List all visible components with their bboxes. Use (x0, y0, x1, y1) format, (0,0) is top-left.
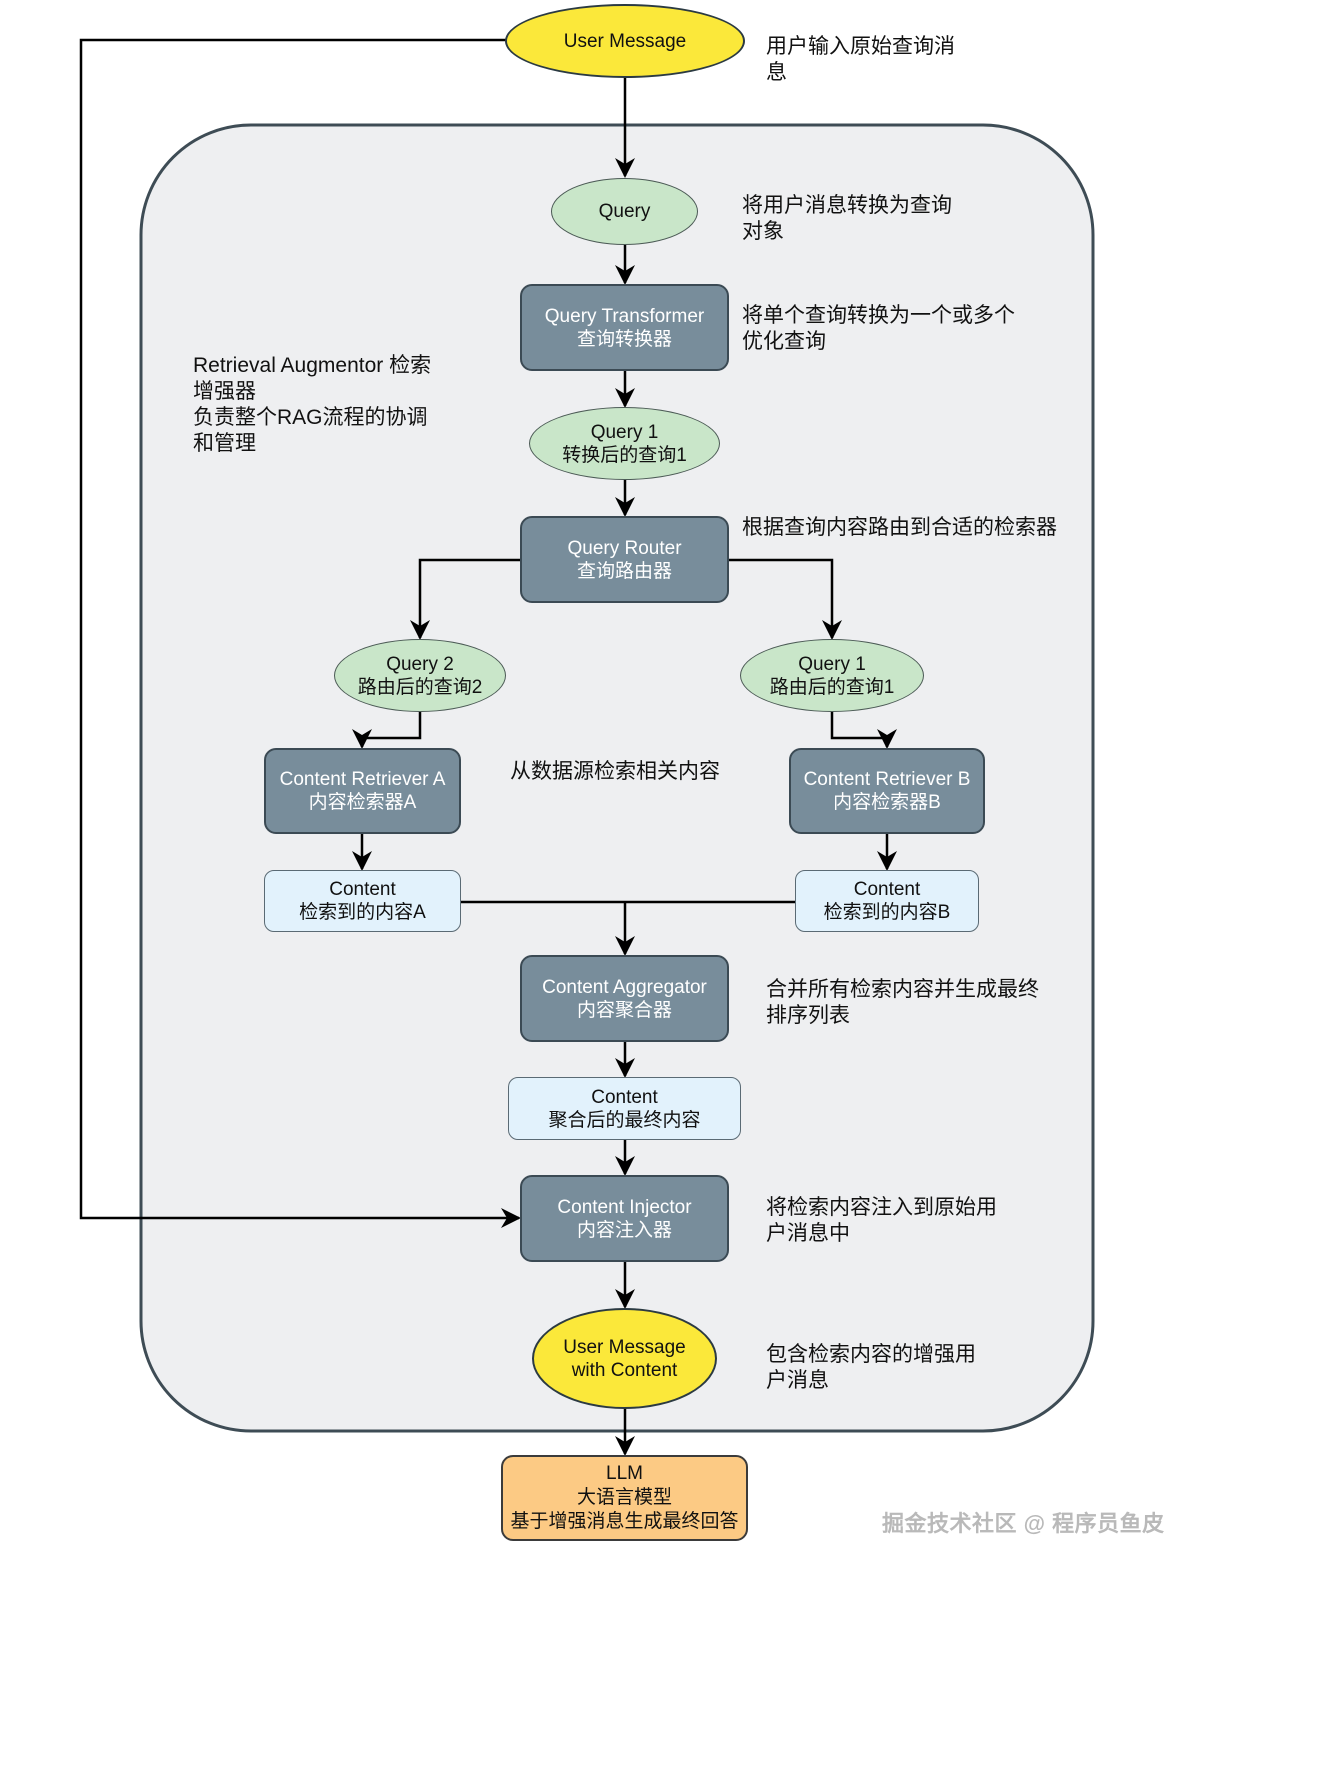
node-query2-routed[interactable]: Query 2 路由后的查询2 (334, 639, 506, 712)
note-aggregator-line1: 合并所有检索内容并生成最终 (766, 978, 1039, 1001)
node-query1-transformed-subtitle: 转换后的查询1 (562, 444, 687, 466)
node-query-router[interactable]: Query Router 查询路由器 (520, 516, 729, 603)
edge-query1-to-retriever-b (830, 712, 897, 749)
note-enhanced-line2: 户消息 (766, 1369, 829, 1392)
edge-query2-to-retriever-a (352, 712, 422, 749)
node-content-aggregator[interactable]: Content Aggregator 内容聚合器 (520, 955, 729, 1042)
node-query1-routed-title: Query 1 (798, 653, 866, 675)
node-content-a[interactable]: Content 检索到的内容A (264, 870, 461, 932)
container-label-line3: 负责整个RAG流程的协调 (193, 406, 428, 429)
node-content-final-subtitle: 聚合后的最终内容 (548, 1109, 701, 1131)
node-query[interactable]: Query (551, 178, 698, 245)
node-content-injector-subtitle: 内容注入器 (576, 1219, 672, 1241)
node-retriever-a[interactable]: Content Retriever A 内容检索器A (264, 748, 461, 834)
note-query-line2: 对象 (742, 220, 784, 243)
node-query2-routed-title: Query 2 (386, 653, 454, 675)
node-retriever-b-subtitle: 内容检索器B (833, 792, 941, 813)
node-query-transformer-title: Query Transformer (544, 305, 705, 327)
node-user-message-with-content[interactable]: User Message with Content (532, 1308, 717, 1409)
note-transformer-line1: 将单个查询转换为一个或多个 (742, 304, 1015, 327)
note-retrievers: 从数据源检索相关内容 (510, 759, 720, 785)
node-query1-transformed[interactable]: Query 1 转换后的查询1 (529, 407, 720, 480)
note-router: 根据查询内容路由到合适的检索器 (742, 515, 1057, 541)
node-content-aggregator-subtitle: 内容聚合器 (576, 999, 672, 1021)
watermark: 掘金技术社区 @ 程序员鱼皮 (882, 1511, 1165, 1536)
node-query-label: Query (598, 201, 651, 222)
node-content-final-title: Content (591, 1086, 658, 1108)
node-query-transformer[interactable]: Query Transformer 查询转换器 (520, 284, 729, 371)
node-user-message-with-content-line2: with Content (571, 1359, 678, 1381)
note-injector-line2: 户消息中 (766, 1222, 850, 1245)
container-label-line4: 和管理 (193, 432, 256, 455)
node-query1-routed-subtitle: 路由后的查询1 (769, 676, 895, 698)
container-label-line2: 增强器 (193, 380, 256, 403)
container-label: Retrieval Augmentor 检索 增强器 负责整个RAG流程的协调 … (193, 353, 463, 457)
node-content-injector-title: Content Injector (557, 1196, 692, 1218)
note-transformer-line2: 优化查询 (742, 330, 826, 353)
node-query-router-title: Query Router (567, 537, 682, 559)
node-retriever-b-title: Content Retriever B (803, 769, 971, 790)
note-aggregator: 合并所有检索内容并生成最终 排序列表 (766, 977, 1039, 1029)
node-content-b-title: Content (853, 879, 921, 900)
note-transformer: 将单个查询转换为一个或多个 优化查询 (742, 303, 1015, 355)
node-content-final[interactable]: Content 聚合后的最终内容 (508, 1077, 741, 1140)
node-query1-transformed-title: Query 1 (590, 421, 659, 443)
note-injector: 将检索内容注入到原始用 户消息中 (766, 1195, 997, 1247)
container-label-line1: Retrieval Augmentor 检索 (193, 354, 432, 377)
node-user-message-label: User Message (563, 30, 687, 52)
node-retriever-a-subtitle: 内容检索器A (308, 792, 417, 813)
node-user-message-with-content-line1: User Message (563, 1336, 686, 1358)
node-llm-title: LLM (606, 1463, 643, 1484)
node-llm-description: 基于增强消息生成最终回答 (510, 1511, 739, 1532)
node-retriever-b[interactable]: Content Retriever B 内容检索器B (789, 748, 985, 834)
edge-router-to-query2 (410, 558, 521, 640)
note-enhanced-line1: 包含检索内容的增强用 (766, 1343, 976, 1366)
node-retriever-a-title: Content Retriever A (279, 769, 446, 790)
node-query1-routed[interactable]: Query 1 路由后的查询1 (740, 639, 924, 712)
node-llm[interactable]: LLM 大语言模型 基于增强消息生成最终回答 (501, 1455, 748, 1541)
node-llm-subtitle: 大语言模型 (576, 1487, 672, 1508)
note-injector-line1: 将检索内容注入到原始用 (766, 1196, 997, 1219)
note-user-message-line1: 用户输入原始查询消 (766, 35, 955, 58)
edge-user-to-injector (79, 38, 521, 1228)
node-content-a-title: Content (329, 879, 396, 900)
node-content-a-subtitle: 检索到的内容A (299, 902, 426, 923)
note-retrievers-line1: 从数据源检索相关内容 (510, 760, 720, 783)
note-query: 将用户消息转换为查询 对象 (742, 193, 952, 245)
node-content-aggregator-title: Content Aggregator (542, 976, 707, 998)
note-aggregator-line2: 排序列表 (766, 1004, 850, 1027)
note-user-message: 用户输入原始查询消 息 (766, 34, 955, 86)
node-query-transformer-subtitle: 查询转换器 (576, 328, 672, 350)
node-query2-routed-subtitle: 路由后的查询2 (357, 676, 483, 698)
node-content-b-subtitle: 检索到的内容B (823, 902, 951, 923)
note-user-message-with-content: 包含检索内容的增强用 户消息 (766, 1342, 976, 1394)
note-router-line1: 根据查询内容路由到合适的检索器 (742, 516, 1057, 539)
edge-router-to-query1-routed (728, 558, 842, 640)
node-content-injector[interactable]: Content Injector 内容注入器 (520, 1175, 729, 1262)
node-content-b[interactable]: Content 检索到的内容B (795, 870, 979, 932)
note-user-message-line2: 息 (766, 61, 787, 84)
retrieval-augmentor-container (139, 123, 1095, 1433)
node-user-message[interactable]: User Message (505, 4, 745, 78)
note-query-line1: 将用户消息转换为查询 (742, 194, 952, 217)
node-query-router-subtitle: 查询路由器 (576, 560, 672, 582)
